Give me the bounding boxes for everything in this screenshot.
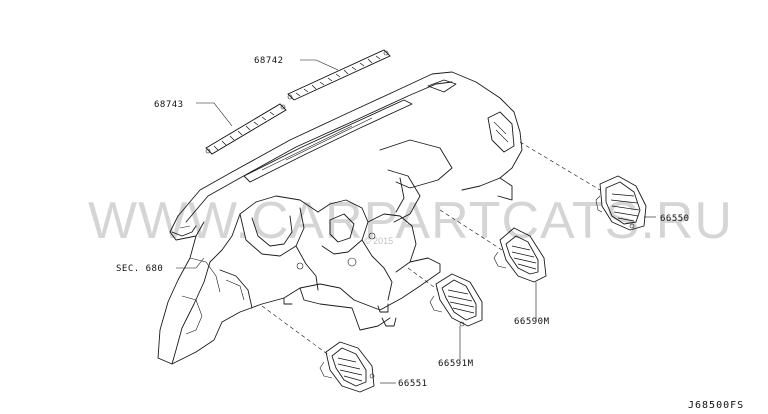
label-66550: 66550 [660,214,690,224]
label-sec-680: SEC. 680 [116,264,163,274]
ventilator-66590M [493,227,547,283]
watermark-small-text: © 2015 [364,236,393,246]
label-66591M: 66591M [438,359,474,369]
label-66551: 66551 [398,379,428,389]
watermark-text: WWW.CARPARTCATS.RU [88,192,733,250]
leader-lines [176,59,656,384]
instrument-panel [157,71,523,365]
ventilator-66550 [595,175,647,231]
ventilator-66551 [319,341,375,393]
defroster-grille-68742 [287,49,391,101]
label-68742: 68742 [254,56,284,66]
defroster-grille-68743 [205,103,287,155]
ventilator-66591M [429,273,483,327]
label-68743: 68743 [154,100,184,110]
diagram-code: J68500FS [688,400,744,411]
label-66590M: 66590M [514,317,550,327]
